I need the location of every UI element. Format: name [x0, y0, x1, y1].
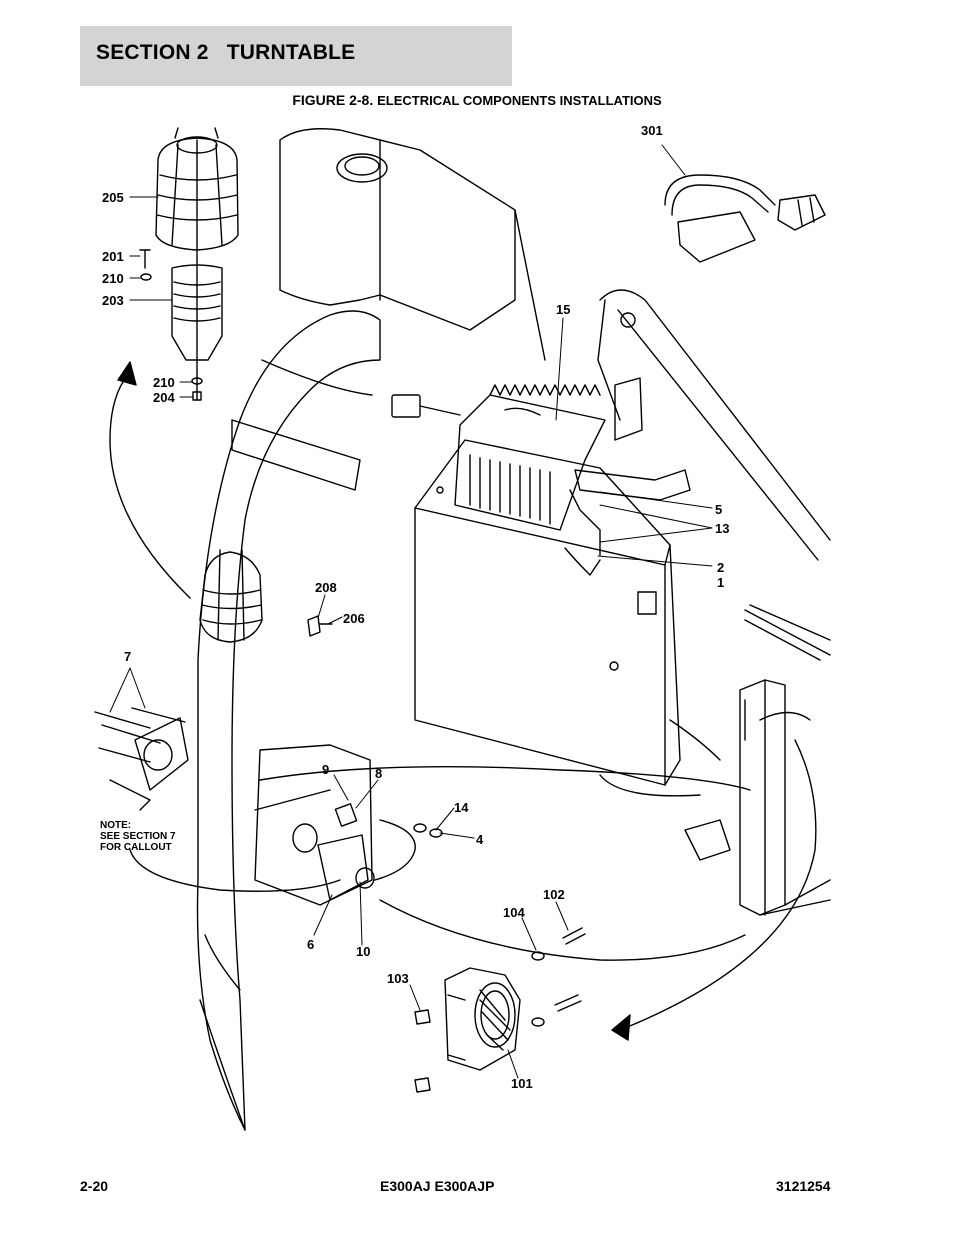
callout-15: 15 [556, 302, 571, 317]
control-box [414, 439, 681, 786]
note-line-2: SEE SECTION 7 [100, 831, 176, 842]
manual-part-number: 3121254 [776, 1178, 831, 1194]
callout-7: 7 [124, 649, 132, 664]
callout-103: 103 [387, 971, 409, 986]
figure-caption: ELECTRICAL COMPONENTS INSTALLATIONS [377, 93, 662, 108]
callout-1: 1 [717, 575, 725, 590]
callout-9: 9 [322, 762, 330, 777]
callout-6: 6 [307, 937, 315, 952]
fairing-panel [196, 310, 381, 1131]
callout-206: 206 [343, 611, 365, 626]
callout-14: 14 [454, 800, 469, 815]
model-number: E300AJ E300AJP [380, 1178, 495, 1194]
page-number: 2-20 [80, 1178, 109, 1194]
callout-104: 104 [503, 905, 525, 920]
note-heading: NOTE: [100, 820, 132, 831]
turntable-arm [597, 289, 831, 721]
switch-206 [307, 615, 333, 637]
section-number: SECTION 2 [96, 41, 209, 64]
callout-101: 101 [511, 1076, 533, 1091]
install-arrow-beacon-head [117, 361, 137, 386]
callout-204: 204 [153, 390, 175, 405]
note-line-3: FOR CALLOUT [100, 842, 172, 853]
callout-5: 5 [715, 502, 723, 517]
install-arrow-alarm-head [611, 1014, 631, 1041]
install-arrow-alarm [619, 739, 817, 1031]
mounting-plate-7 [94, 707, 189, 811]
power-module [391, 377, 691, 576]
callout-201: 201 [102, 249, 124, 264]
section-header: SECTION 2 TURNTABLE [80, 26, 512, 86]
turntable-deck [254, 719, 751, 961]
leader-lines [109, 144, 713, 1079]
callout-13: 13 [715, 521, 730, 536]
callout-10: 10 [356, 944, 371, 959]
upright-post [739, 679, 831, 916]
section-name: TURNTABLE [226, 41, 356, 64]
light-bracket [254, 744, 416, 906]
callout-208: 208 [315, 580, 337, 595]
callout-203: 203 [102, 293, 124, 308]
backup-alarm [444, 967, 521, 1071]
figure-title: FIGURE 2-8. ELECTRICAL COMPONENTS INSTAL… [0, 92, 954, 108]
note-leader-arc [129, 849, 341, 892]
callout-4: 4 [476, 832, 484, 847]
beacon-light-installed [199, 549, 263, 643]
figure-number: FIGURE 2-8. [292, 92, 374, 108]
hardware-102-104 [531, 927, 586, 1027]
callout-210-bottom: 210 [153, 375, 175, 390]
callout-2: 2 [717, 560, 725, 575]
hardware-103 [414, 1009, 431, 1093]
harness-301 [664, 174, 826, 263]
callout-210-top: 210 [102, 271, 124, 286]
callout-205: 205 [102, 190, 124, 205]
section-title: SECTION 2 TURNTABLE [96, 41, 355, 65]
beacon-light-exploded [139, 127, 239, 401]
turntable-tower [279, 128, 546, 361]
callout-note: NOTE: SEE SECTION 7 FOR CALLOUT [100, 820, 176, 853]
callout-8: 8 [375, 766, 383, 781]
install-arrow-beacon [109, 371, 191, 599]
hardware-4-14 [413, 823, 443, 838]
callout-301: 301 [641, 123, 663, 138]
callout-102: 102 [543, 887, 565, 902]
